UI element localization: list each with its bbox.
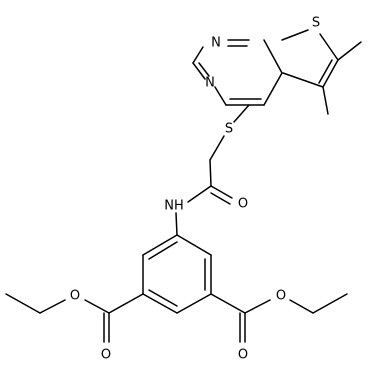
bond-c4-s	[233, 104, 250, 123]
bond-co-o	[210, 185, 233, 199]
bond-c6-methyl	[337, 41, 362, 61]
bond-ester-left-oc	[39, 299, 66, 314]
bond-c2-n3-double	[198, 62, 210, 77]
bond-ar4-ar5	[142, 293, 178, 314]
atom-n-pyr1: N	[211, 36, 221, 51]
bond-ar5-ester-left	[108, 293, 144, 314]
atom-s-thioether: S	[225, 122, 233, 137]
bond-ester-right-oc	[289, 299, 314, 314]
bond-n1-c2	[192, 46, 204, 64]
bond-s-c6	[319, 33, 339, 61]
atom-o-ester-left-ether: O	[70, 289, 80, 304]
bond-co-o-double	[210, 192, 231, 205]
bond-ester-right-o	[244, 299, 271, 314]
bond-c6-c5	[322, 59, 339, 88]
bond-n3-c4	[214, 86, 227, 106]
atom-o-ester-left-carbonyl: O	[101, 348, 111, 363]
bond-ch2-co	[209, 159, 212, 187]
bond-c7a-c4a-ring	[263, 39, 283, 74]
bond-nh-aryl	[175, 212, 178, 236]
atom-nh: NH	[164, 199, 184, 214]
bond-s-ch2	[209, 135, 225, 161]
bond-c2-n3	[192, 62, 206, 80]
bond-c7a-s	[281, 29, 309, 41]
atom-s-thiophene: S	[312, 16, 320, 31]
bond-c6-c5-double	[318, 59, 333, 84]
bond-co-nh	[187, 185, 212, 203]
bond-ar3-ar4	[176, 293, 212, 314]
atom-o-amide: O	[238, 197, 248, 212]
bond-ester-left-ethyl	[5, 293, 41, 314]
bond-c5-c4a	[282, 72, 324, 88]
bond-c5-methyl	[322, 86, 329, 115]
bond-ar6-ar1-double	[148, 241, 178, 260]
atom-o-ester-right-carbonyl: O	[238, 348, 248, 363]
bond-ar4-ar5-double	[148, 289, 178, 307]
bonds	[5, 29, 362, 343]
bond-ar6-ar1	[142, 234, 178, 256]
atom-n-pyr3: N	[205, 76, 215, 91]
bond-c4a-c7a	[263, 72, 283, 106]
atom-o-ester-right-ether: O	[276, 289, 286, 304]
bond-ester-left-o	[84, 299, 110, 314]
atom-labels: S N N S NH O O O O O	[70, 16, 320, 363]
bond-ar3-ester-right	[210, 293, 246, 314]
bond-ester-right-ethyl	[312, 293, 348, 314]
bond-ar1-ar2	[176, 234, 212, 256]
